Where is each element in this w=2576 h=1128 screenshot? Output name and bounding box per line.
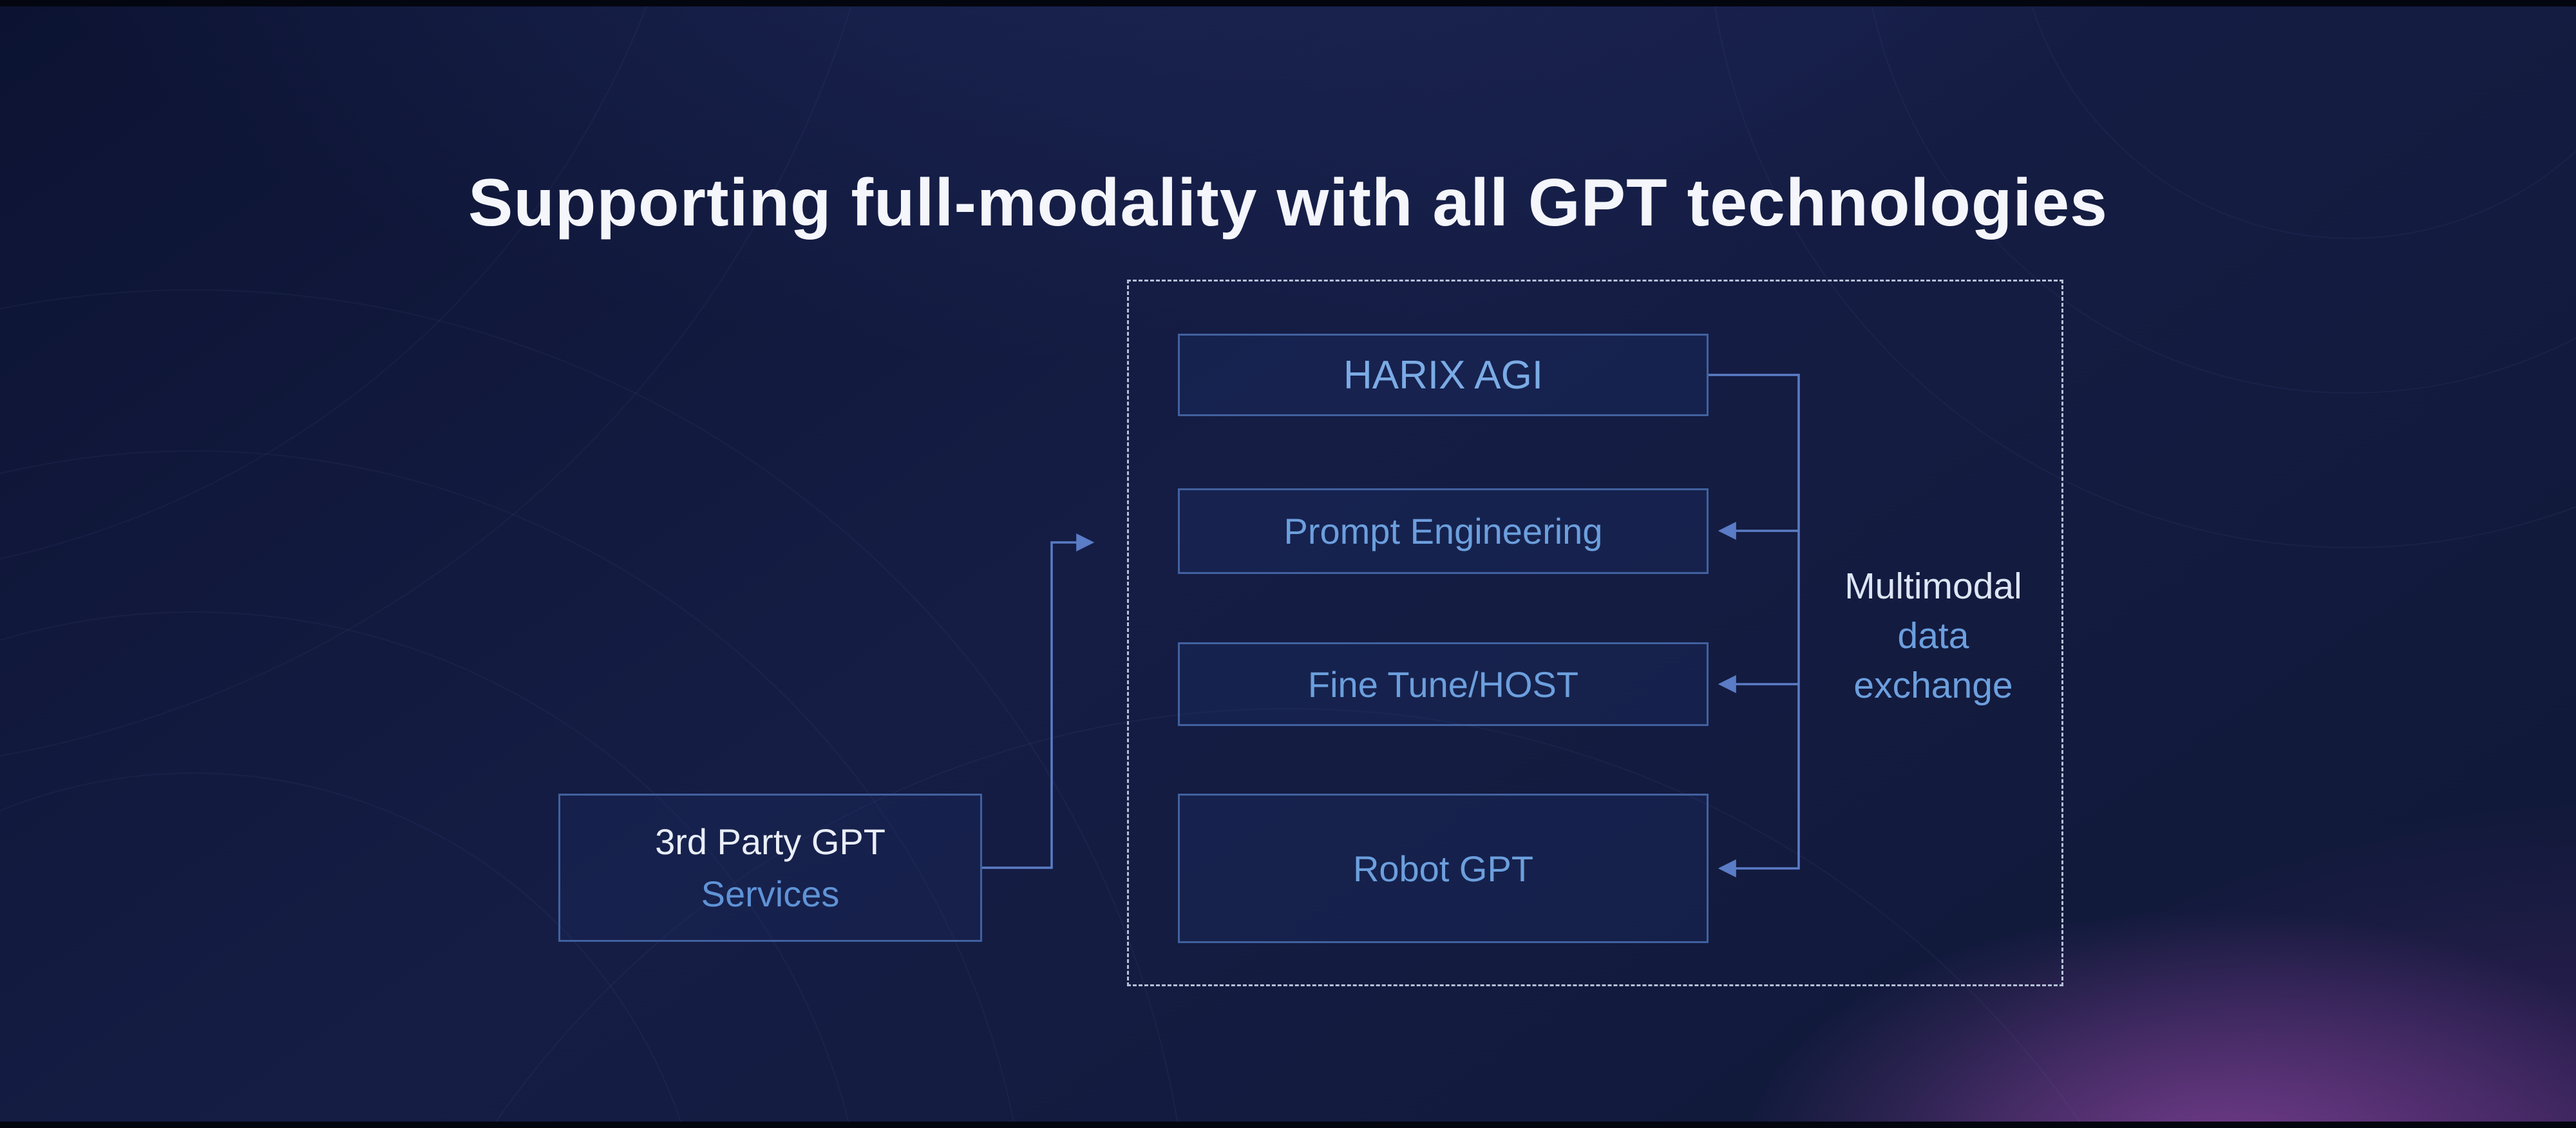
decor-contour-circle (491, 708, 2085, 1128)
decor-contour-circle (1713, 0, 2576, 548)
node-prompt-engineering-label: Prompt Engineering (1283, 511, 1603, 551)
top-edge-strip (0, 0, 2576, 6)
node-3rd-party-gpt-services: 3rd Party GPT Services (558, 794, 982, 942)
side-label-line-2: data (1897, 615, 1969, 656)
decor-contour-circle (0, 772, 684, 1128)
slide-title: Supporting full-modality with all GPT te… (468, 165, 2108, 240)
side-label-line-3: exchange (1853, 665, 2013, 706)
node-fine-tune-host: Fine Tune/HOST (1178, 642, 1709, 726)
multimodal-data-exchange-label: Multimodal data exchange (1797, 562, 2070, 711)
decor-contour-circle (0, 611, 851, 1128)
node-robot-gpt-label: Robot GPT (1352, 848, 1534, 889)
external-node-subtitle: Services (701, 874, 840, 914)
external-node-title: 3rd Party GPT (655, 821, 886, 862)
node-harix-agi-label: HARIX AGI (1343, 352, 1544, 397)
node-prompt-engineering: Prompt Engineering (1178, 488, 1709, 574)
node-harix-agi: HARIX AGI (1178, 334, 1709, 416)
connector-harix-to-robot-gpt (1709, 374, 1800, 877)
decor-contour-circle (0, 450, 1016, 1128)
node-fine-tune-host-label: Fine Tune/HOST (1307, 664, 1579, 705)
decor-contour-circle (0, 289, 1179, 1128)
decor-contour-circle (2029, 0, 2576, 239)
bottom-edge-strip (0, 1122, 2576, 1128)
gpt-stack-container (1127, 280, 2063, 986)
node-robot-gpt: Robot GPT (1178, 794, 1709, 943)
side-label-line-1: Multimodal (1844, 566, 2022, 607)
decor-contour-circle (1870, 0, 2576, 394)
connector-3rd-party-to-container (982, 533, 1095, 869)
